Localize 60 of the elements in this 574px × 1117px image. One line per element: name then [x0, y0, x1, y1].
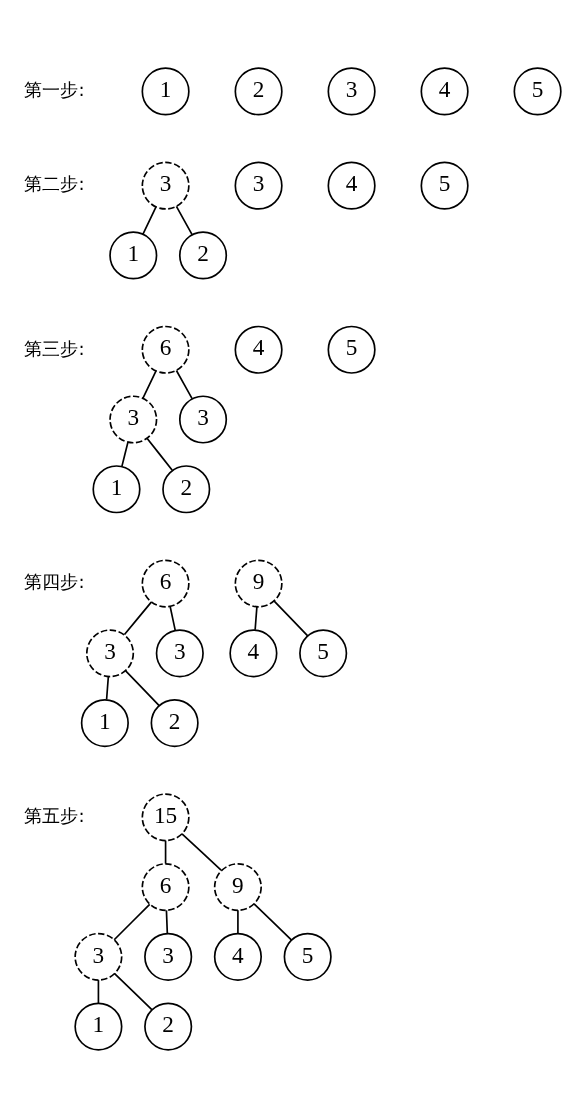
node-circle: 15 [141, 792, 190, 841]
node-circle: 2 [178, 230, 228, 280]
connector [146, 437, 174, 471]
connector [175, 369, 193, 399]
node-circle: 3 [234, 161, 283, 210]
connector [164, 839, 167, 864]
connector [273, 599, 309, 637]
node-circle: 3 [144, 932, 193, 981]
node-circle: 1 [92, 464, 141, 513]
node-circle: 2 [234, 66, 283, 115]
connector [124, 669, 160, 706]
connector [123, 600, 153, 635]
connector [97, 978, 100, 1004]
node-circle: 1 [74, 1002, 123, 1051]
node-circle: 4 [229, 628, 278, 677]
node-circle: 4 [213, 932, 262, 981]
connector [165, 909, 169, 934]
connector [254, 605, 258, 631]
node-circle: 2 [162, 464, 211, 513]
connector [121, 441, 129, 467]
label: 第二步: [24, 172, 85, 194]
node-circle: 3 [109, 394, 158, 444]
node-circle: 6 [141, 558, 190, 608]
node-circle: 4 [327, 161, 376, 210]
node-circle: 4 [420, 66, 469, 115]
label: 第四步: [24, 570, 85, 592]
node-circle: 3 [85, 628, 135, 677]
connector [113, 902, 151, 941]
node-circle: 1 [141, 66, 190, 115]
label: 第三步: [24, 337, 85, 359]
node-circle: 4 [234, 325, 283, 374]
connector [113, 972, 153, 1011]
node-circle: 5 [299, 628, 348, 677]
node-circle: 9 [213, 862, 262, 911]
connector [105, 675, 110, 700]
node-circle: 5 [513, 66, 562, 115]
node-circle: 1 [80, 698, 129, 747]
node-circle: 2 [144, 1002, 193, 1051]
node-circle: 1 [109, 230, 158, 280]
label: 第五步: [24, 804, 85, 826]
node-circle: 5 [283, 932, 332, 981]
node-circle: 5 [327, 325, 376, 374]
connector [142, 205, 157, 235]
node-circle: 6 [141, 325, 190, 374]
label: 第一步: [24, 78, 85, 100]
node-circle: 3 [141, 161, 190, 210]
node-circle: 6 [141, 862, 190, 911]
node-circle: 9 [234, 558, 283, 608]
node-circle: 3 [178, 394, 228, 444]
node-circle: 3 [327, 66, 376, 115]
connector [181, 832, 222, 871]
connector [237, 909, 239, 934]
node-circle: 5 [420, 161, 469, 210]
node-circle: 2 [150, 698, 199, 747]
connector [169, 605, 177, 631]
node-circle: 3 [74, 932, 123, 981]
connector [142, 369, 157, 399]
node-circle: 3 [155, 628, 204, 677]
connector [175, 205, 193, 235]
connector [253, 902, 293, 941]
